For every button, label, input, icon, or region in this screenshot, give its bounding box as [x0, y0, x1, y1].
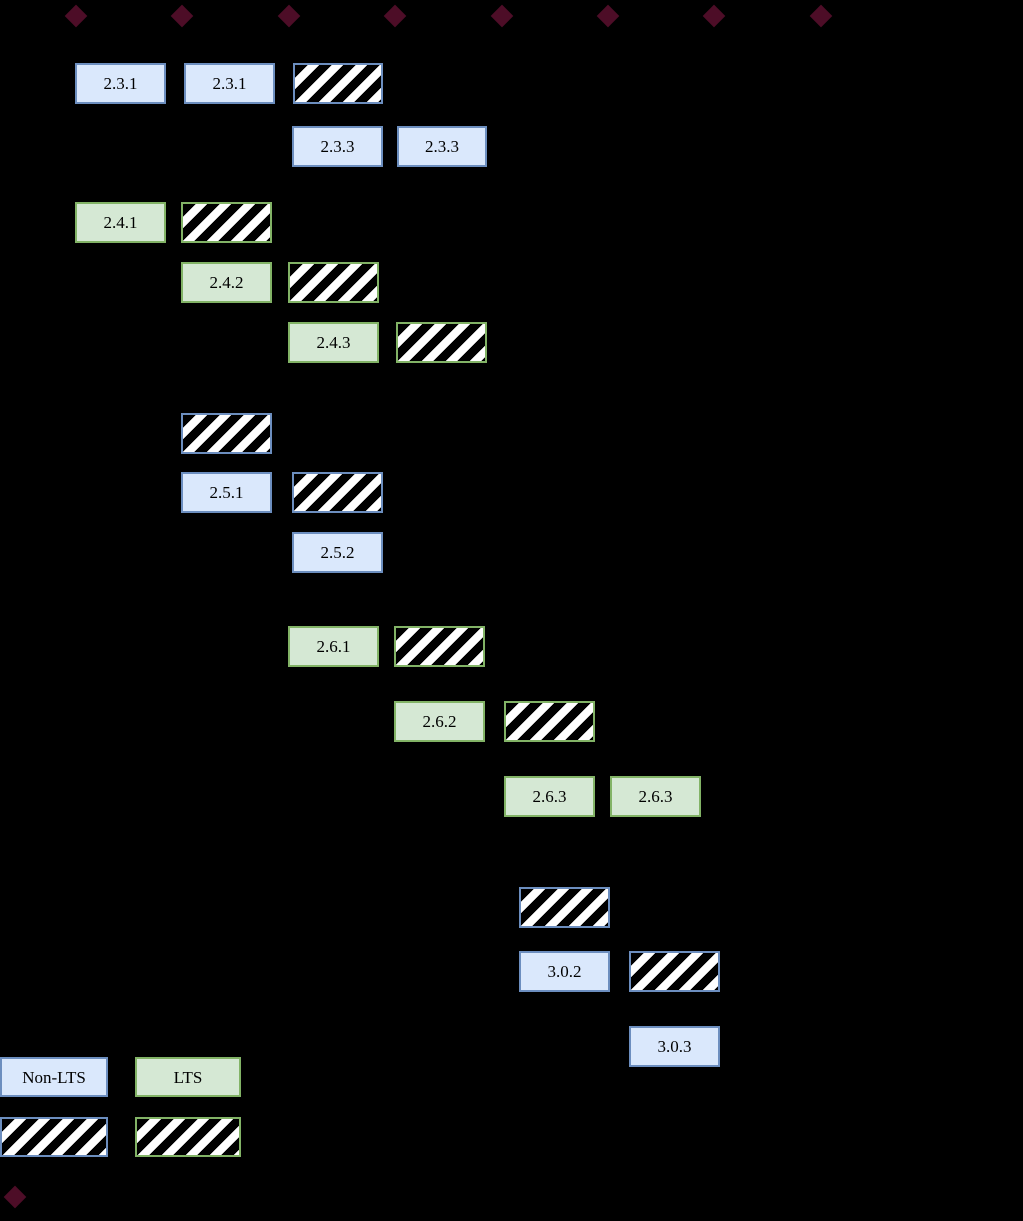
release-bar-2.3.3-5: 2.3.3 — [397, 126, 487, 167]
release-bar-hatched-7 — [181, 202, 272, 243]
release-bar-hatched-17 — [394, 626, 485, 667]
release-bar-2.5.1-13: 2.5.1 — [181, 472, 272, 513]
milestone-diamond-icon-6 — [596, 4, 620, 28]
milestone-diamond-icon-bottom — [3, 1185, 27, 1209]
milestone-diamond-icon-3 — [277, 4, 301, 28]
release-bar-3.0.3-25: 3.0.3 — [629, 1026, 720, 1067]
release-bar-2.3.1-1-label: 2.3.1 — [103, 74, 138, 93]
milestone-diamond-icon-5 — [490, 4, 514, 28]
release-bar-2.6.3-20: 2.6.3 — [504, 776, 595, 817]
release-bar-2.5.2-15-label: 2.5.2 — [320, 543, 355, 562]
release-bar-2.4.1-6-label: 2.4.1 — [103, 213, 138, 232]
legend-item-lts-label: LTS — [173, 1067, 203, 1087]
release-bar-2.3.1-1: 2.3.1 — [75, 63, 166, 104]
release-bar-3.0.2-23: 3.0.2 — [519, 951, 610, 992]
release-bar-hatched-19 — [504, 701, 595, 742]
release-bar-2.6.3-21: 2.6.3 — [610, 776, 701, 817]
milestone-diamond-icon-4 — [383, 4, 407, 28]
milestone-diamond-icon-7 — [702, 4, 726, 28]
release-bar-2.3.1-2: 2.3.1 — [184, 63, 275, 104]
release-bar-hatched-11 — [396, 322, 487, 363]
release-bar-hatched-14 — [292, 472, 383, 513]
legend-item-lts: LTS — [135, 1057, 241, 1097]
milestone-diamond-icon-8 — [809, 4, 833, 28]
release-bar-2.3.3-5-label: 2.3.3 — [425, 137, 459, 156]
release-bar-3.0.2-23-label: 3.0.2 — [547, 962, 582, 981]
release-bar-2.6.1-16: 2.6.1 — [288, 626, 379, 667]
release-bar-2.6.2-18: 2.6.2 — [394, 701, 485, 742]
legend-item-hatched-4 — [135, 1117, 241, 1157]
release-bar-2.5.1-13-label: 2.5.1 — [209, 483, 244, 502]
release-bar-hatched-3 — [293, 63, 383, 104]
release-bar-2.4.2-8-label: 2.4.2 — [209, 273, 244, 292]
milestone-diamond-icon-1 — [64, 4, 88, 28]
milestone-diamond-icon-2 — [170, 4, 194, 28]
release-bar-2.3.3-4: 2.3.3 — [292, 126, 383, 167]
release-bar-2.5.2-15: 2.5.2 — [292, 532, 383, 573]
release-bar-2.6.3-20-label: 2.6.3 — [532, 787, 567, 806]
release-bar-2.6.2-18-label: 2.6.2 — [422, 712, 457, 731]
legend-item-hatched-3 — [0, 1117, 108, 1157]
release-bar-2.3.1-2-label: 2.3.1 — [212, 74, 247, 93]
release-bar-3.0.3-25-label: 3.0.3 — [657, 1037, 692, 1056]
release-bar-hatched-22 — [519, 887, 610, 928]
release-bar-2.4.3-10: 2.4.3 — [288, 322, 379, 363]
release-bar-hatched-9 — [288, 262, 379, 303]
legend-item-non-lts: Non-LTS — [0, 1057, 108, 1097]
release-bar-hatched-12 — [181, 413, 272, 454]
release-bar-2.6.3-21-label: 2.6.3 — [638, 787, 673, 806]
release-bar-2.4.1-6: 2.4.1 — [75, 202, 166, 243]
release-bar-2.6.1-16-label: 2.6.1 — [316, 637, 351, 656]
release-bar-2.4.3-10-label: 2.4.3 — [316, 333, 351, 352]
release-bar-2.4.2-8: 2.4.2 — [181, 262, 272, 303]
legend-item-non-lts-label: Non-LTS — [22, 1067, 86, 1087]
release-bar-hatched-24 — [629, 951, 720, 992]
release-bar-2.3.3-4-label: 2.3.3 — [320, 137, 355, 156]
